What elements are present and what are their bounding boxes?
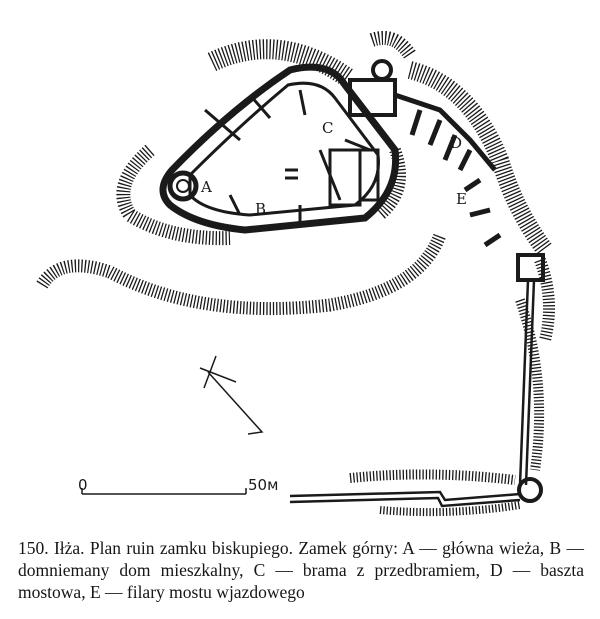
- label-D: D: [450, 134, 462, 152]
- east-wall: [518, 279, 536, 486]
- scale-start-label: 0: [78, 476, 88, 494]
- main-tower-A: [167, 170, 199, 202]
- north-arrow: [199, 355, 264, 435]
- label-E: E: [456, 190, 467, 208]
- figure-caption: 150. Iłża. Plan ruin zamku biskupiego. Z…: [18, 538, 584, 602]
- bridge-piers: [394, 92, 502, 248]
- gate-tower: [516, 253, 545, 282]
- slope-hachures: [36, 30, 555, 517]
- label-B: B: [255, 200, 266, 218]
- scale-end-label: 50м: [248, 476, 278, 494]
- south-tower: [517, 477, 543, 503]
- label-A: A: [200, 178, 212, 196]
- scale-bar: [81, 488, 247, 495]
- castle-plan: 0 50м A B C D E: [36, 30, 555, 517]
- label-C: C: [322, 119, 333, 137]
- upper-castle-walls: [159, 63, 400, 234]
- north-tower: [371, 59, 393, 81]
- south-wall: [289, 490, 521, 508]
